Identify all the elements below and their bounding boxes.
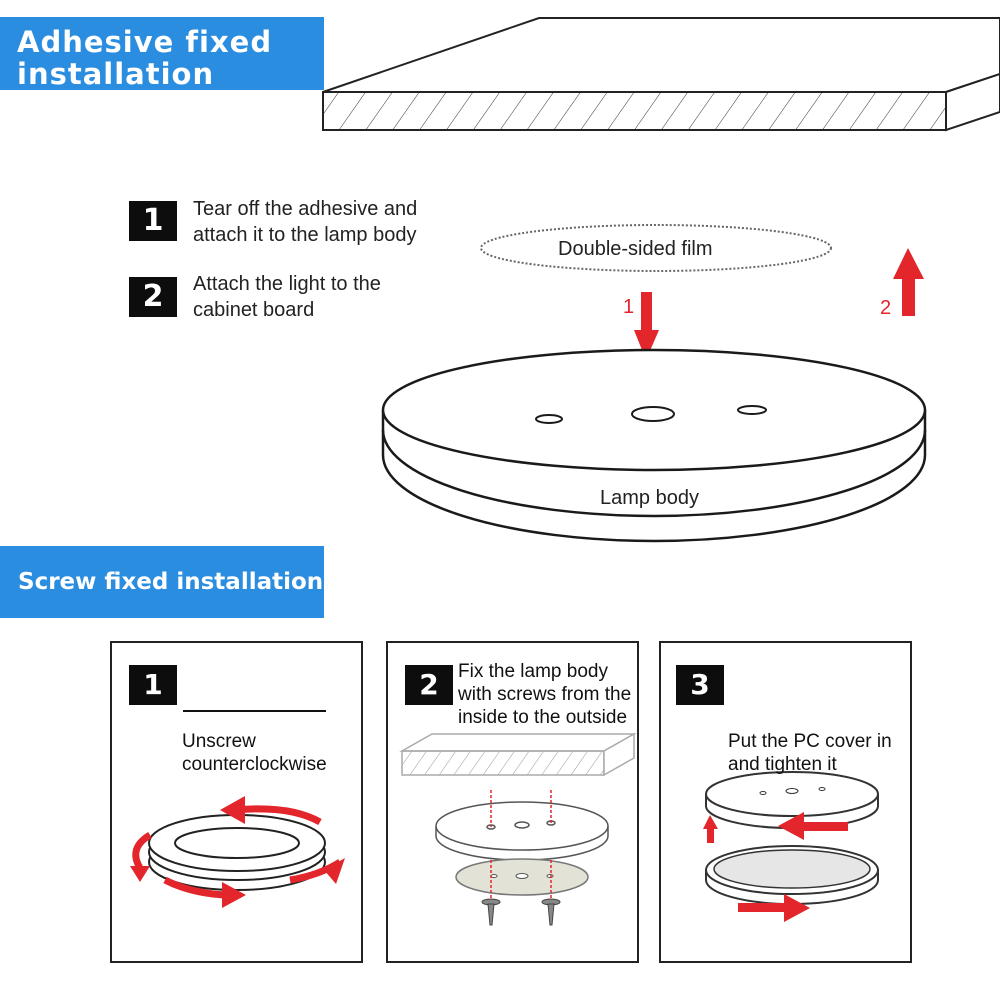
adhesive-step-1-number: 1: [129, 201, 177, 241]
adhesive-installation-heading: Adhesive fixed installation: [0, 17, 324, 90]
screw-guides: [490, 790, 552, 898]
screw-step-2-number: 2: [405, 665, 453, 705]
mini-base-plate: [455, 858, 589, 896]
screw-step-3-number: 3: [676, 665, 724, 705]
arrow-1-label: 1: [623, 296, 635, 318]
arrow-up-icon: [893, 248, 924, 316]
double-sided-film: [480, 224, 832, 272]
arrow-down-icon: [634, 292, 659, 360]
pc-cover-ring: [705, 845, 879, 905]
mini-lamp-body: [435, 801, 609, 861]
rotate-arrows-icon: [132, 805, 342, 899]
tighten-arrows-icon: [703, 812, 848, 922]
screw-installation-heading: Screw fixed installation: [0, 546, 324, 618]
screw-icon: [481, 898, 561, 926]
unscrew-rings: [148, 814, 326, 891]
screw-step-1-number: 1: [129, 665, 177, 705]
screw-step-3-panel: 3 Put the PC cover in and tighten it: [659, 641, 912, 963]
screw-step-3-text: Put the PC cover in and tighten it: [728, 731, 892, 775]
cabinet-board: [322, 17, 1000, 132]
screw-step-2-text: Fix the lamp body with screws from the i…: [458, 661, 632, 728]
lamp-body-label: Lamp body: [600, 487, 699, 509]
adhesive-step-1-text: Tear off the adhesive and attach it to t…: [193, 198, 418, 246]
adhesive-step-2-text: Attach the light to the cabinet board: [193, 273, 381, 321]
pc-cover-top: [705, 771, 879, 829]
screw-step-2-panel: 2 Fix the lamp body with screws from the…: [386, 641, 639, 963]
mini-cabinet-board: [399, 732, 637, 777]
arrow-2-label: 2: [880, 297, 892, 319]
lamp-body: [381, 348, 927, 543]
adhesive-step-2-number: 2: [129, 277, 177, 317]
screw-step-1-panel: 1 Unscrew counterclockwise: [110, 641, 363, 963]
screw-step-1-text: Unscrew counterclockwise: [182, 731, 327, 775]
arrowheads: [130, 796, 345, 908]
film-label: Double-sided film: [558, 238, 713, 260]
